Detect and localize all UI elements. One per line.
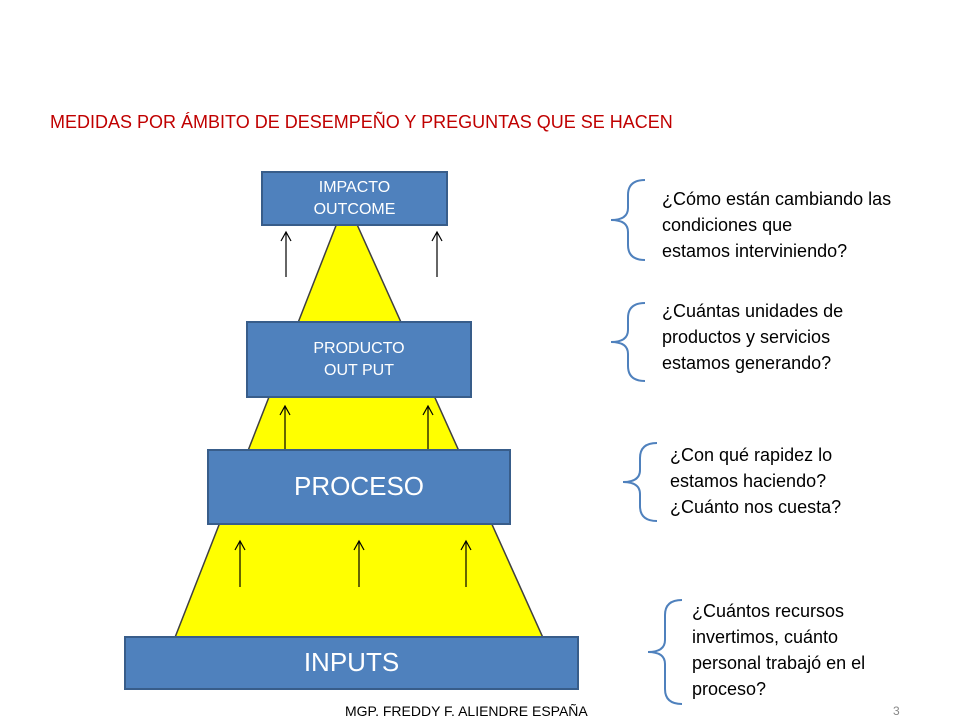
question-line: ¿Cuántas unidades de: [662, 301, 844, 321]
question-line: estamos haciendo?: [670, 471, 827, 492]
up-arrow-icon: [353, 539, 365, 587]
question-line: invertimos, cuánto: [692, 627, 839, 648]
page-number: 3: [893, 704, 900, 718]
author-footer: MGP. FREDDY F. ALIENDRE ESPAÑA: [345, 703, 588, 719]
producto-label: PRODUCTO: [313, 339, 405, 357]
question-inputs: ¿Cuántos recursos invertimos, cuánto per…: [692, 598, 865, 702]
producto-output-box: PRODUCTO OUT PUT: [246, 321, 472, 398]
question-line: ¿Con qué rapidez lo: [670, 445, 833, 465]
left-brace-icon: [610, 179, 646, 261]
question-line: condiciones que: [662, 215, 793, 236]
impacto-outcome-box: IMPACTO OUTCOME: [261, 171, 448, 226]
question-line: productos y servicios: [662, 327, 831, 348]
outcome-label: OUTCOME: [313, 200, 396, 218]
question-line: ¿Cómo están cambiando las: [662, 189, 892, 209]
inputs-label: INPUTS: [303, 647, 400, 678]
left-brace-icon: [622, 442, 658, 522]
proceso-label: PROCESO: [293, 471, 425, 502]
up-arrow-icon: [279, 404, 291, 452]
question-line: estamos interviniendo?: [662, 241, 848, 262]
up-arrow-icon: [431, 230, 443, 277]
slide-title: MEDIDAS POR ÁMBITO DE DESEMPEÑO Y PREGUN…: [50, 112, 673, 132]
inputs-box: INPUTS: [124, 636, 579, 690]
output-label: OUT PUT: [324, 361, 394, 379]
question-line: ¿Cuántos recursos: [692, 601, 845, 621]
question-line: personal trabajó en el: [692, 653, 866, 674]
up-arrow-icon: [234, 539, 246, 587]
brace-icons: [610, 179, 683, 705]
proceso-box: PROCESO: [207, 449, 511, 525]
question-line: ¿Cuánto nos cuesta?: [670, 497, 842, 518]
upward-arrows: [234, 230, 472, 587]
up-arrow-icon: [422, 404, 434, 452]
left-brace-icon: [610, 302, 646, 382]
up-arrow-icon: [460, 539, 472, 587]
up-arrow-icon: [280, 230, 292, 277]
left-brace-icon: [647, 599, 683, 705]
question-line: estamos generando?: [662, 353, 832, 374]
question-line: proceso?: [692, 679, 767, 700]
question-impacto: ¿Cómo están cambiando las condiciones qu…: [662, 186, 891, 264]
question-producto: ¿Cuántas unidades de productos y servici…: [662, 298, 843, 376]
question-proceso: ¿Con qué rapidez lo estamos haciendo? ¿C…: [670, 442, 841, 520]
impacto-label: IMPACTO: [318, 178, 391, 196]
